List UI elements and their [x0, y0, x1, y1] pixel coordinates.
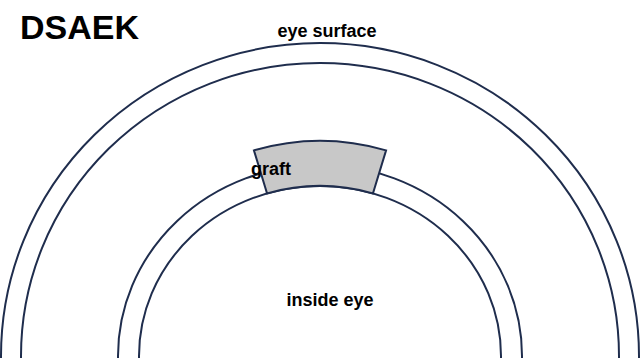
diagram-title: DSAEK — [20, 8, 139, 47]
region-label: inside eye — [286, 290, 373, 311]
graft-label: graft — [251, 159, 291, 180]
inner-eye-band — [118, 165, 522, 358]
graft-segment: graft — [251, 139, 389, 196]
outer-eye-band — [1, 43, 639, 358]
region-label: eye surface — [277, 21, 376, 42]
